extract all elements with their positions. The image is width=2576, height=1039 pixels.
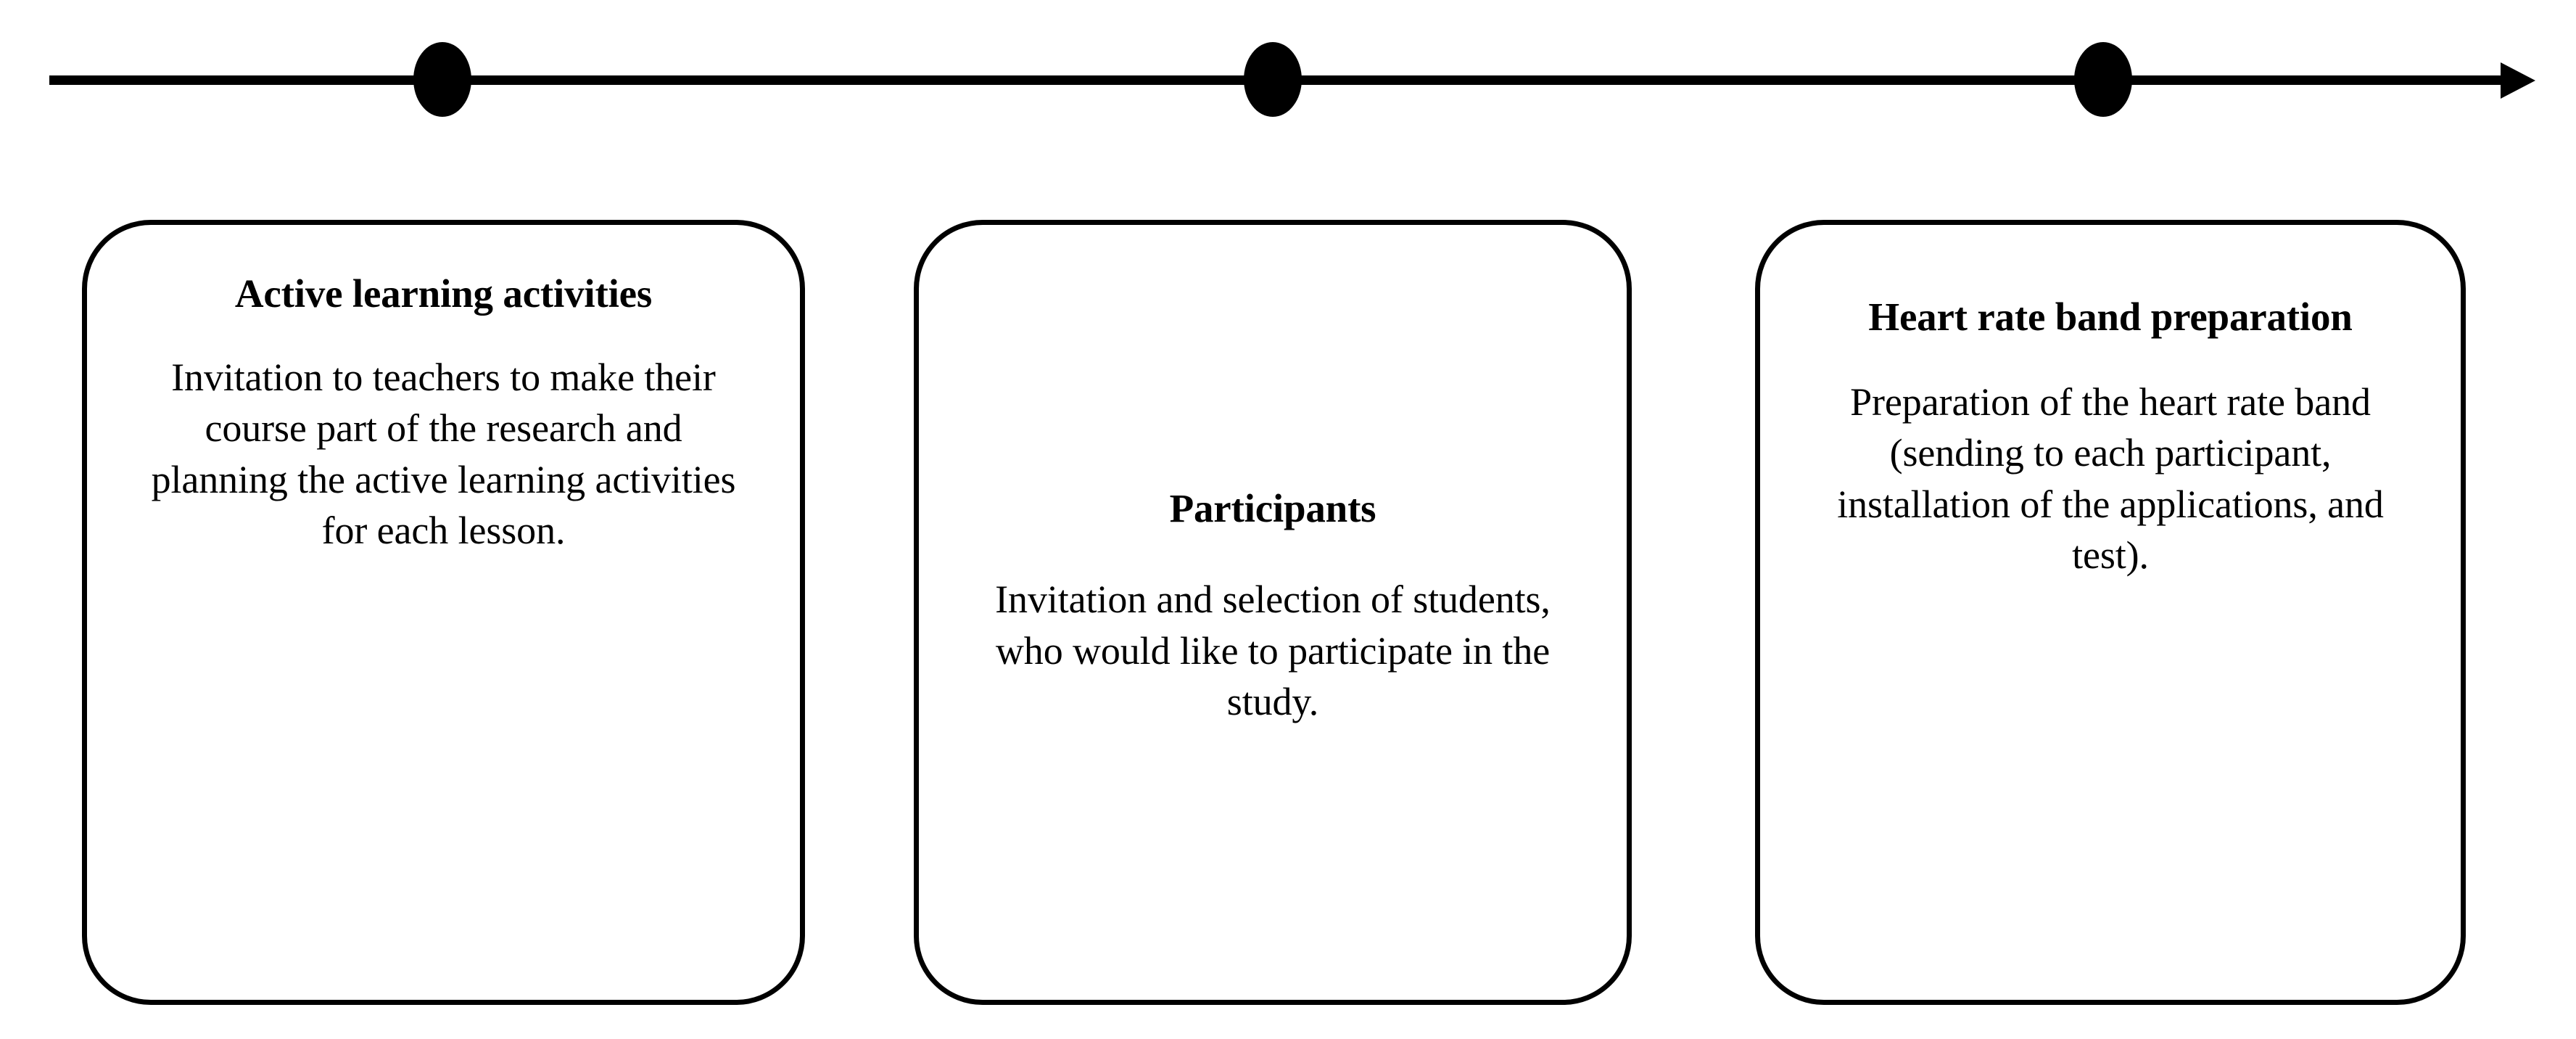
stage-card-participants: Participants Invitation and selection of… bbox=[914, 220, 1632, 1005]
timeline-marker-3 bbox=[2074, 42, 2132, 117]
stage-card-body: Invitation and selection of students, wh… bbox=[995, 578, 1551, 723]
stage-card-body: Invitation to teachers to make their cou… bbox=[151, 356, 736, 552]
timeline-axis bbox=[0, 0, 2576, 167]
timeline-marker-1 bbox=[413, 42, 471, 117]
stage-card-title: Heart rate band preparation bbox=[1868, 295, 2353, 339]
stage-card-title: Active learning activities bbox=[234, 271, 653, 316]
timeline-marker-2 bbox=[1244, 42, 1302, 117]
stage-card-body: Preparation of the heart rate band (send… bbox=[1837, 380, 2384, 577]
stage-card-heart-rate-band-preparation: Heart rate band preparation Preparation … bbox=[1755, 220, 2466, 1005]
arrow-right-icon bbox=[2501, 62, 2535, 99]
stage-card-active-learning-activities: Active learning activities Invitation to… bbox=[82, 220, 805, 1005]
stage-card-title: Participants bbox=[1169, 486, 1376, 531]
